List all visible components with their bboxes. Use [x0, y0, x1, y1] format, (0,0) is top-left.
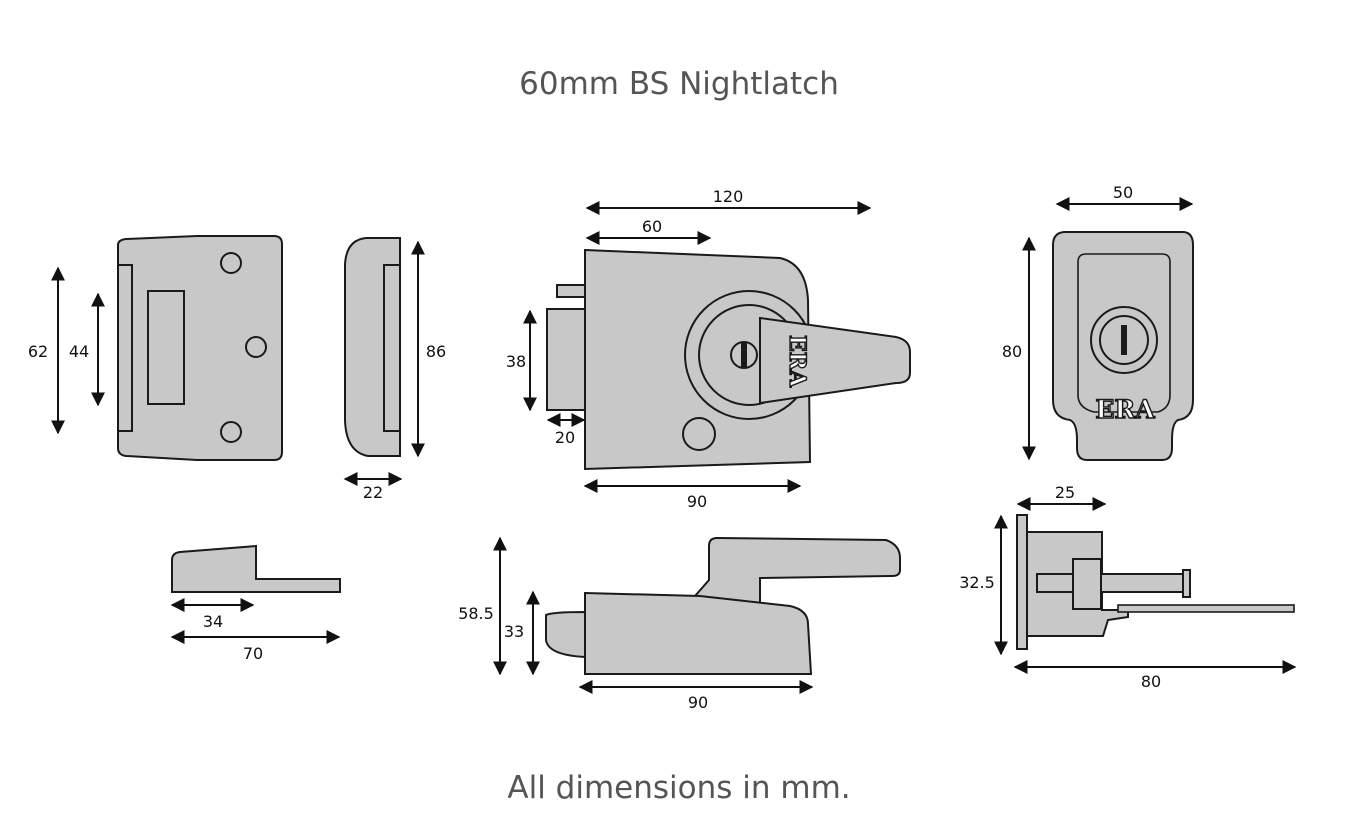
case-front-view: ERA [546, 248, 911, 471]
diagram-title: 60mm BS Nightlatch [519, 66, 839, 102]
dim-label-case-38: 38 [506, 352, 526, 371]
keep-base-view [171, 544, 341, 593]
dim-label-keep-70: 70 [243, 644, 263, 663]
dim-label-keep-86: 86 [426, 342, 446, 361]
dim-label-cyl-side-32-5: 32.5 [959, 573, 995, 592]
cylinder-front-view: ERA [1052, 231, 1194, 461]
dim-label-keep-44: 44 [69, 342, 89, 361]
dim-label-case-120: 120 [713, 187, 744, 206]
dim-label-case-33: 33 [504, 622, 524, 641]
dim-label-cyl-80: 80 [1002, 342, 1022, 361]
units-note: All dimensions in mm. [507, 770, 851, 806]
keep-side-view [344, 237, 401, 457]
dim-label-cyl-50: 50 [1113, 183, 1133, 202]
dim-label-cyl-side-25: 25 [1055, 483, 1075, 502]
cylinder-side-view [1016, 514, 1295, 650]
cylinder-brand-logo: ERA [1095, 395, 1155, 424]
dim-label-case-60: 60 [642, 217, 662, 236]
dim-label-case-58-5: 58.5 [458, 604, 494, 623]
dim-label-keep-62: 62 [28, 342, 48, 361]
case-brand-logo: ERA [784, 335, 810, 388]
dim-label-keep-22: 22 [363, 483, 383, 502]
case-side-view [545, 536, 901, 675]
dim-label-case-side-90: 90 [688, 693, 708, 712]
dim-label-case-20: 20 [555, 428, 575, 447]
dim-label-case-90: 90 [687, 492, 707, 511]
dim-label-keep-34: 34 [203, 612, 223, 631]
keep-front-view [117, 235, 283, 461]
dim-label-cyl-side-80: 80 [1141, 672, 1161, 691]
